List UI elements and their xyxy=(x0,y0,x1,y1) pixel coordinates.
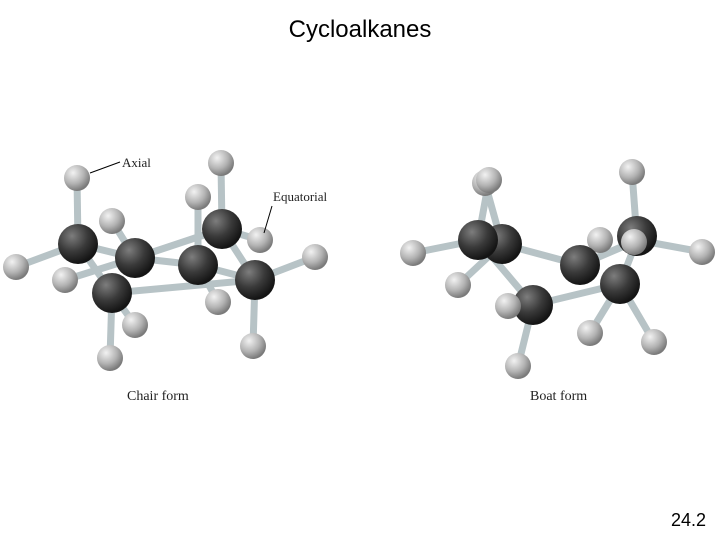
carbon-atom xyxy=(560,245,600,285)
carbon-atom xyxy=(235,260,275,300)
carbon-atom xyxy=(115,238,155,278)
slide-number: 24.2 xyxy=(670,510,706,530)
hydrogen-atom xyxy=(240,333,266,359)
hydrogen-atom xyxy=(587,227,613,253)
hydrogen-atom xyxy=(99,208,125,234)
hydrogen-atom xyxy=(577,320,603,346)
hydrogen-atom xyxy=(208,150,234,176)
equatorial-label: Equatorial xyxy=(273,189,328,204)
hydrogen-atom xyxy=(64,165,90,191)
hydrogen-atom xyxy=(122,312,148,338)
hydrogen-atom xyxy=(400,240,426,266)
hydrogen-atom xyxy=(445,272,471,298)
carbon-atom xyxy=(202,209,242,249)
bond xyxy=(108,276,259,297)
hydrogen-atom xyxy=(619,159,645,185)
axial-label: Axial xyxy=(122,155,151,170)
chair-caption: Chair form xyxy=(127,389,189,404)
chair-molecule: Axial Equatorial Chair form xyxy=(3,150,328,404)
hydrogen-atom xyxy=(476,167,502,193)
carbon-atom xyxy=(513,285,553,325)
slide-title: Cycloalkanes xyxy=(288,16,432,43)
axial-leader-line xyxy=(89,161,121,174)
carbon-atom xyxy=(178,245,218,285)
hydrogen-atom xyxy=(185,184,211,210)
hydrogen-atom xyxy=(621,229,647,255)
boat-caption: Boat form xyxy=(530,389,587,404)
hydrogen-atom xyxy=(247,227,273,253)
carbon-atom xyxy=(458,220,498,260)
hydrogen-atom xyxy=(97,345,123,371)
carbon-atom xyxy=(92,273,132,313)
carbon-atom xyxy=(600,264,640,304)
hydrogen-atom xyxy=(3,254,29,280)
boat-molecule: Boat form xyxy=(400,159,715,404)
carbon-atom xyxy=(58,224,98,264)
hydrogen-atom xyxy=(505,353,531,379)
hydrogen-atom xyxy=(52,267,78,293)
hydrogen-atom xyxy=(641,329,667,355)
equatorial-leader-line xyxy=(263,205,273,234)
chair-bonds xyxy=(12,159,319,362)
hydrogen-atom xyxy=(302,244,328,270)
hydrogen-atom xyxy=(495,293,521,319)
hydrogen-atom xyxy=(205,289,231,315)
hydrogen-atom xyxy=(689,239,715,265)
